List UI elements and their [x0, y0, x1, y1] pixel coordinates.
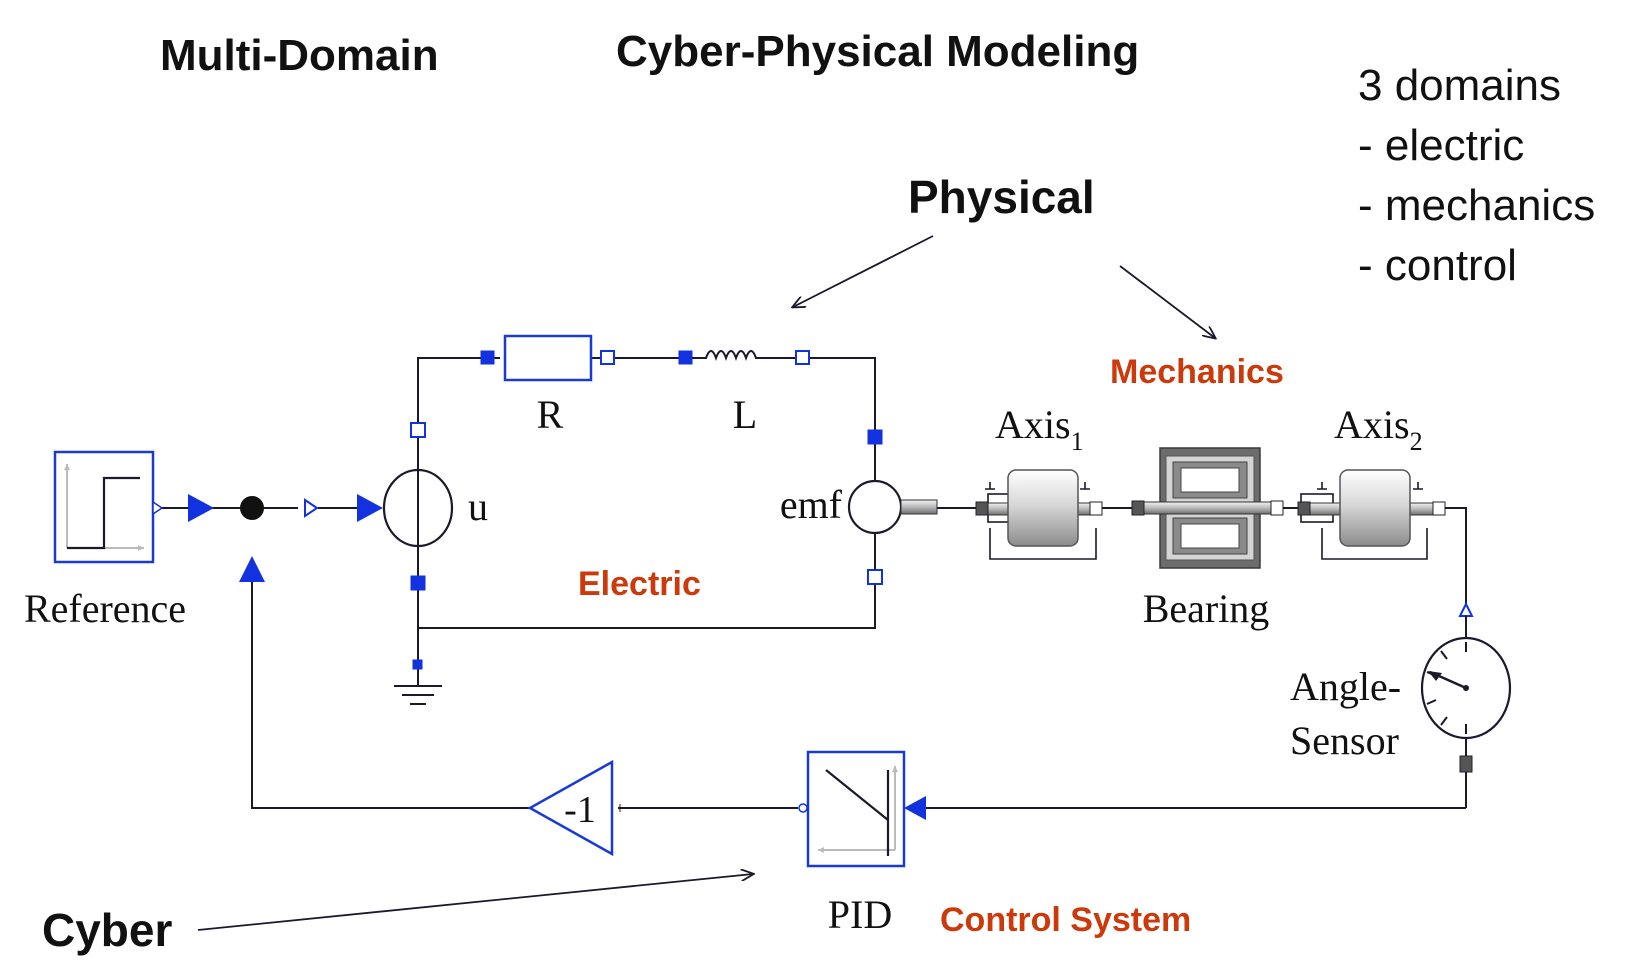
- physical-arrow-to-mechanics: [1119, 265, 1215, 338]
- domain-label-mechanics: Mechanics: [1110, 353, 1284, 391]
- inductor-label: L: [733, 392, 757, 437]
- domains-note: 3 domains - electric - mechanics - contr…: [1358, 61, 1595, 290]
- physical-arrow-to-electric: [793, 235, 934, 307]
- angle-sensor-component[interactable]: Angle- Sensor: [1290, 601, 1512, 808]
- axis1-label-sub: 1: [1071, 427, 1084, 456]
- bearing-label: Bearing: [1143, 586, 1270, 631]
- reference-label: Reference: [24, 586, 186, 631]
- emf-label: emf: [780, 482, 843, 527]
- gain-block[interactable]: -1: [527, 759, 621, 857]
- domains-note-item-control: - control: [1358, 241, 1517, 290]
- bearing-component[interactable]: Bearing: [1131, 447, 1284, 631]
- pid-label: PID: [828, 892, 892, 937]
- axis2-component[interactable]: Axis2: [1297, 402, 1446, 560]
- title-multi-domain: Multi-Domain: [160, 31, 439, 80]
- domains-note-item-electric: - electric: [1358, 121, 1524, 170]
- cyber-arrow-to-control: [197, 874, 753, 931]
- title-cyber-physical-modeling: Cyber-Physical Modeling: [616, 27, 1139, 76]
- emf-component[interactable]: emf: [780, 429, 938, 585]
- domains-note-item-mechanics: - mechanics: [1358, 181, 1595, 230]
- callout-cyber: Cyber: [42, 904, 172, 956]
- reference-block[interactable]: Reference: [24, 450, 186, 631]
- axis1-label: Axis1: [995, 402, 1084, 456]
- domain-label-electric: Electric: [578, 565, 701, 603]
- resistor-label: R: [537, 392, 564, 437]
- summing-junction[interactable]: [188, 494, 383, 582]
- axis2-label-sub: 2: [1410, 427, 1423, 456]
- axis2-label: Axis2: [1334, 402, 1423, 456]
- angle-sensor-label-line2: Sensor: [1290, 718, 1399, 763]
- ground-symbol: [394, 659, 442, 705]
- pid-block[interactable]: PID: [798, 750, 926, 937]
- voltage-source-component[interactable]: u: [382, 422, 488, 591]
- axis1-label-base: Axis: [995, 402, 1071, 447]
- control-wires: [162, 507, 1466, 809]
- angle-sensor-label-line1: Angle-: [1290, 664, 1401, 709]
- gain-label: -1: [564, 789, 596, 831]
- voltage-source-label: u: [468, 484, 488, 529]
- domain-label-control-system: Control System: [940, 901, 1191, 939]
- resistor-component[interactable]: R: [480, 334, 615, 437]
- callout-physical: Physical: [908, 171, 1095, 223]
- inductor-component[interactable]: L: [678, 350, 810, 437]
- axis1-component[interactable]: Axis1: [975, 402, 1103, 560]
- domains-note-heading: 3 domains: [1358, 61, 1561, 110]
- axis2-label-base: Axis: [1334, 402, 1410, 447]
